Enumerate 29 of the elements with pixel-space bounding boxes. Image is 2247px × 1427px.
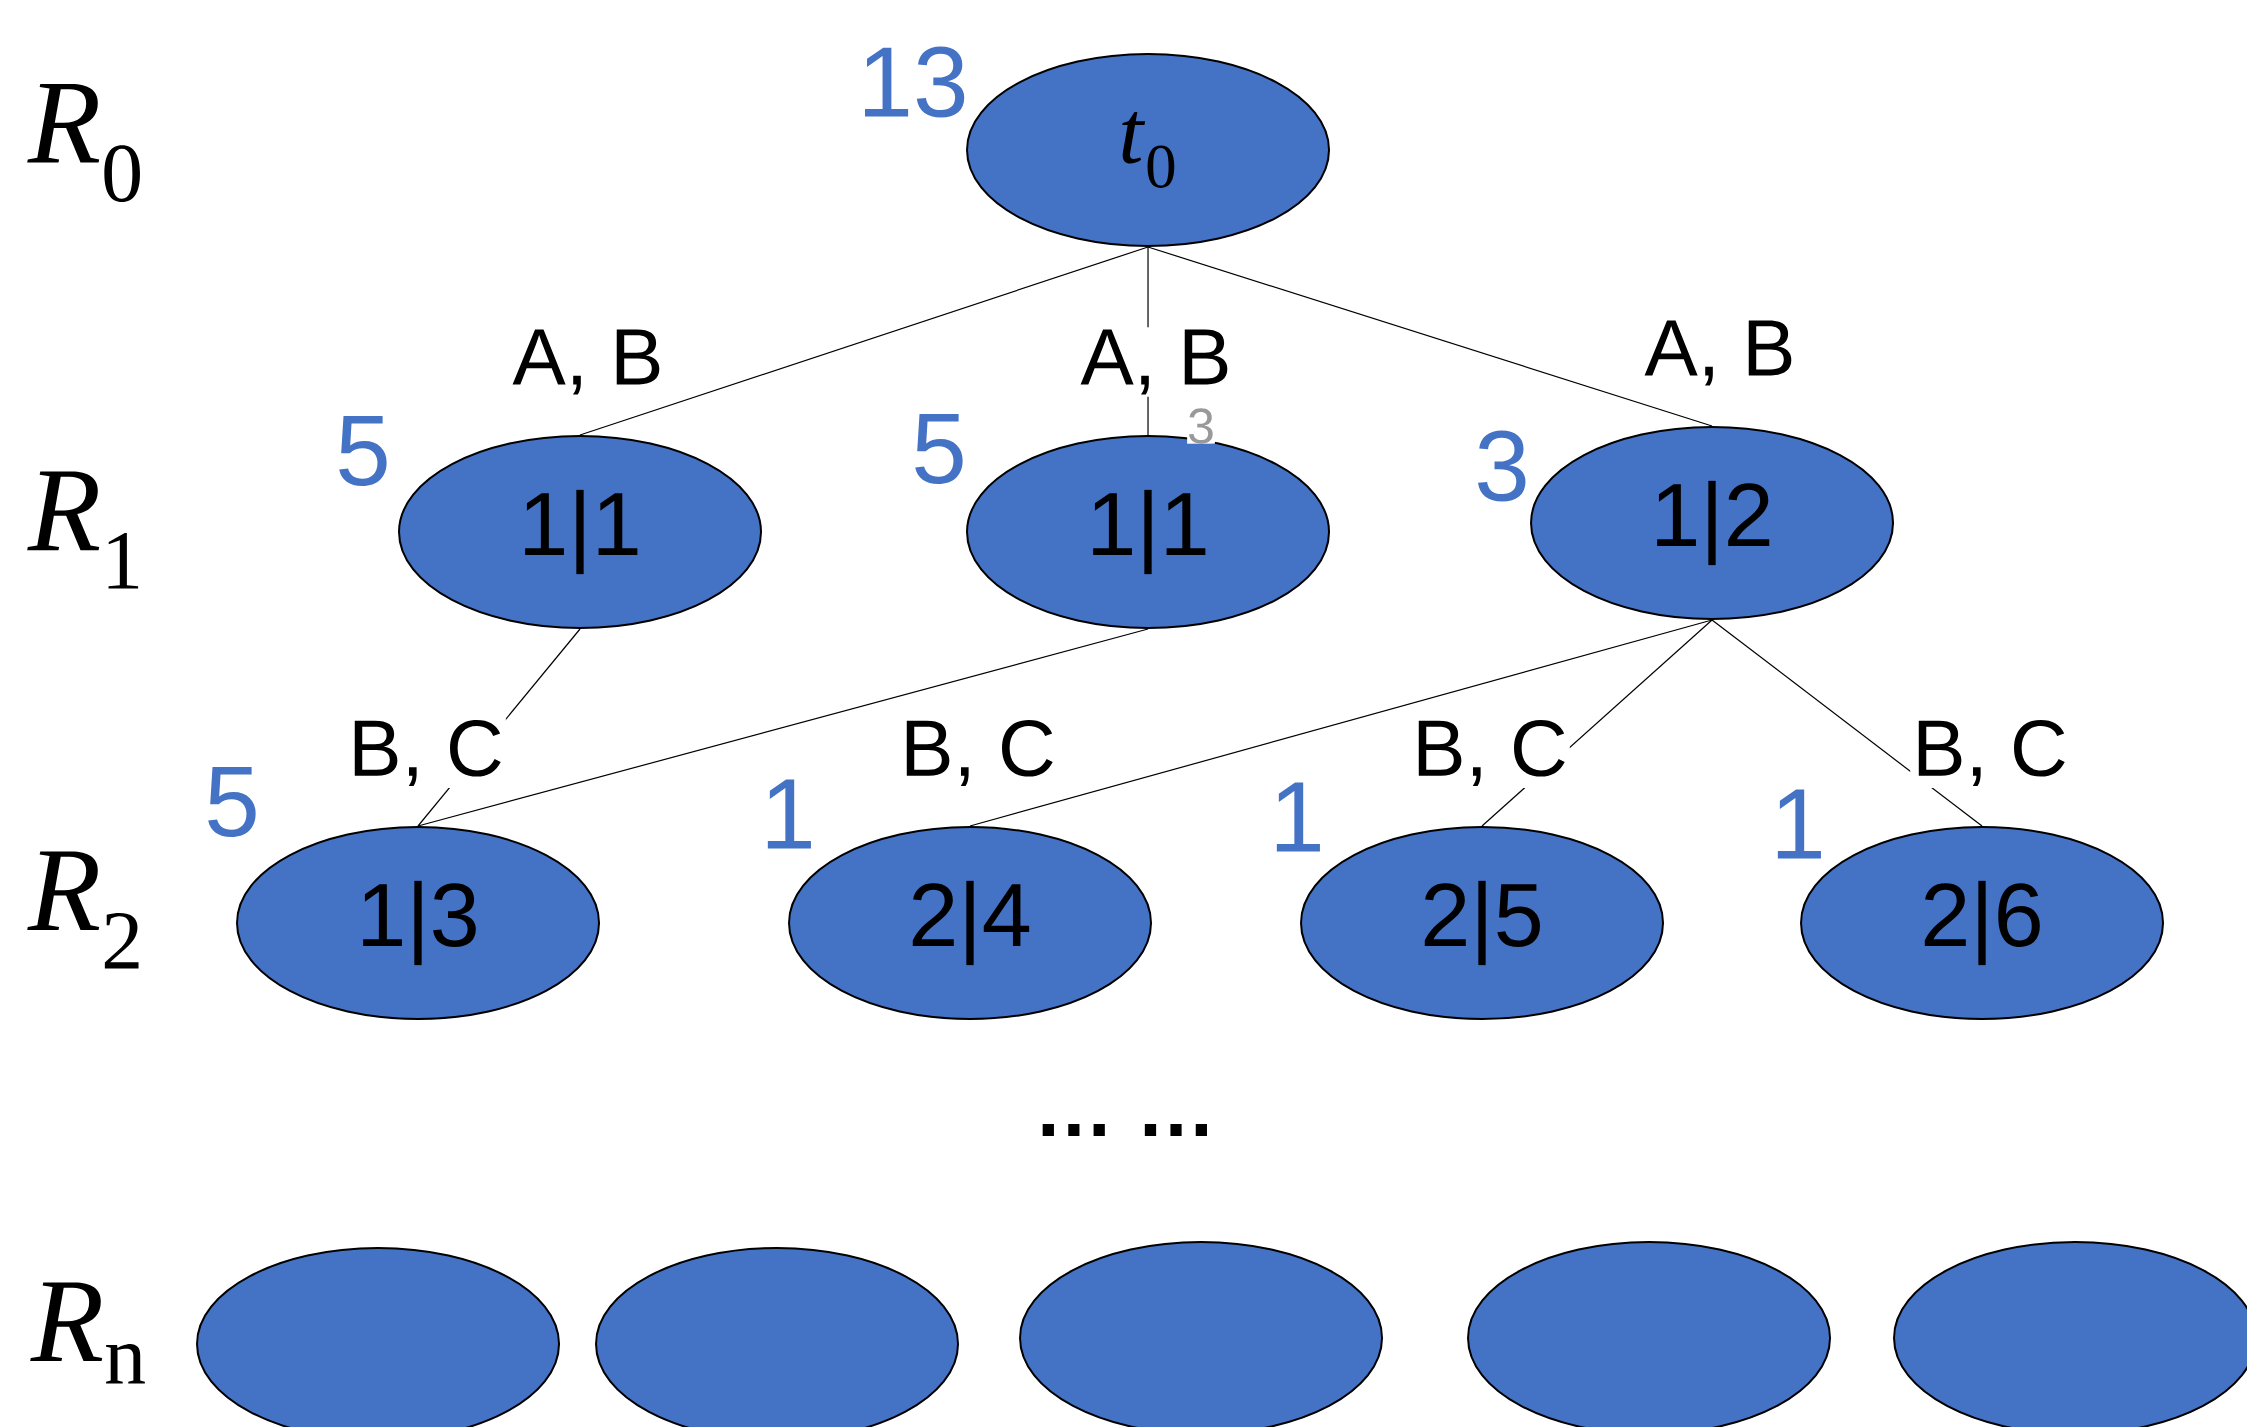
row-label: R$_{2}$ [27, 851, 139, 969]
tree-node: t$_{0}$ [966, 53, 1330, 247]
weight-number: 5 [915, 414, 963, 484]
connector-line [1711, 619, 1983, 827]
tree-node: 1|2 [1530, 426, 1894, 620]
edge-label: A, B [1642, 318, 1798, 388]
tree-node [196, 1247, 560, 1427]
edge-label: A, B [510, 327, 666, 397]
edge-label: B, C [898, 717, 1058, 789]
connector-line [1147, 246, 1713, 427]
connector-line [969, 619, 1713, 827]
tree-node: 1|1 [398, 435, 762, 629]
row-label: R$_{1}$ [27, 471, 139, 589]
edge-label: A, B [1078, 327, 1234, 397]
tree-node [1019, 1241, 1383, 1427]
connector-line [417, 628, 1149, 827]
tree-node [1893, 1241, 2247, 1427]
edge-label: B, C [346, 717, 506, 789]
weight-number: 3 [1478, 430, 1526, 502]
connector-line [579, 246, 1149, 436]
tree-node [1467, 1241, 1831, 1427]
weight-number: 13 [865, 46, 965, 118]
row-label: R$_{0}$ [27, 83, 140, 203]
edge-label: B, C [1910, 717, 2070, 789]
weight-number: 5 [339, 416, 387, 486]
edge-label: B, C [1410, 717, 1570, 789]
ellipsis: … … [1042, 1124, 1207, 1136]
row-label: R$_{n}$ [30, 1282, 145, 1384]
tree-node [595, 1247, 959, 1427]
